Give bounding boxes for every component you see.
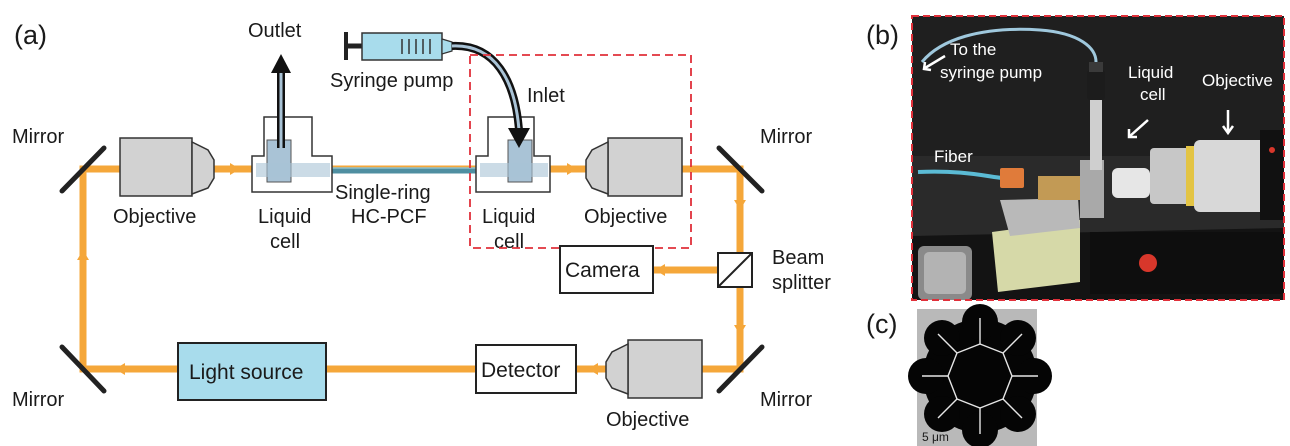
mirror-left-top	[59, 145, 107, 194]
beam-splitter-label-2: splitter	[772, 272, 831, 294]
detector-box	[475, 344, 577, 394]
inlet-label: Inlet	[527, 85, 565, 107]
mirror-right-bottom-label: Mirror	[760, 389, 813, 411]
liquid-cell-left-label-1: Liquid	[258, 206, 311, 228]
fiber-label-line2: HC-PCF	[351, 206, 427, 228]
panel-c-label: (c)	[866, 309, 897, 339]
photo-frame	[911, 15, 1285, 301]
camera-label: Camera	[565, 259, 640, 282]
camera-box	[559, 245, 654, 294]
light-source-label: Light source	[189, 361, 303, 384]
mirror-right-top	[716, 145, 765, 194]
liquid-cell-left	[251, 116, 333, 193]
photo-fiber: Fiber	[934, 147, 973, 166]
liquid-cell-left-label-2: cell	[270, 231, 300, 253]
mirror-right-top-label: Mirror	[760, 126, 813, 148]
light-source-box	[177, 342, 327, 401]
outlet-label: Outlet	[248, 20, 302, 42]
photo-liquid-2: cell	[1140, 85, 1166, 104]
objective-left-label: Objective	[113, 206, 196, 228]
liquid-cell-right-label-2: cell	[494, 231, 524, 253]
beam-splitter	[717, 252, 753, 288]
photo-liquid-1: Liquid	[1128, 63, 1173, 82]
sem-fiber-image: 5 μm	[908, 304, 1052, 446]
panel-a-label: (a)	[14, 20, 47, 50]
liquid-cell-right-label-1: Liquid	[482, 206, 535, 228]
outlet-tube	[271, 54, 291, 148]
sem-scale-label: 5 μm	[922, 430, 949, 444]
photo-to-syringe-2: syringe pump	[940, 63, 1042, 82]
panel-b-label: (b)	[866, 20, 899, 50]
objective-right	[585, 137, 683, 197]
mirror-right-bottom	[716, 344, 765, 394]
mirror-left-bottom-label: Mirror	[12, 389, 65, 411]
mirrors	[59, 145, 765, 394]
objective-bottom-label: Objective	[606, 409, 689, 431]
syringe-pump-label: Syringe pump	[330, 70, 453, 92]
syringe-pump	[344, 32, 453, 61]
fiber-label-line1: Single-ring	[335, 182, 431, 204]
photo-liquid-cell: To the syringe pump Liquid cell Objectiv…	[912, 16, 1284, 300]
objective-left	[119, 137, 215, 197]
photo-objective: Objective	[1202, 71, 1273, 90]
beam-direction-arrows	[77, 163, 746, 375]
inlet-tube	[451, 41, 530, 148]
photo-to-syringe-1: To the	[950, 40, 996, 59]
mirror-left-bottom	[59, 344, 107, 394]
objective-bottom	[605, 339, 703, 399]
liquid-cell-right	[475, 116, 551, 193]
detector-label: Detector	[481, 359, 560, 382]
objective-right-label: Objective	[584, 206, 667, 228]
mirror-left-top-label: Mirror	[12, 126, 65, 148]
beam-splitter-label-1: Beam	[772, 247, 824, 269]
